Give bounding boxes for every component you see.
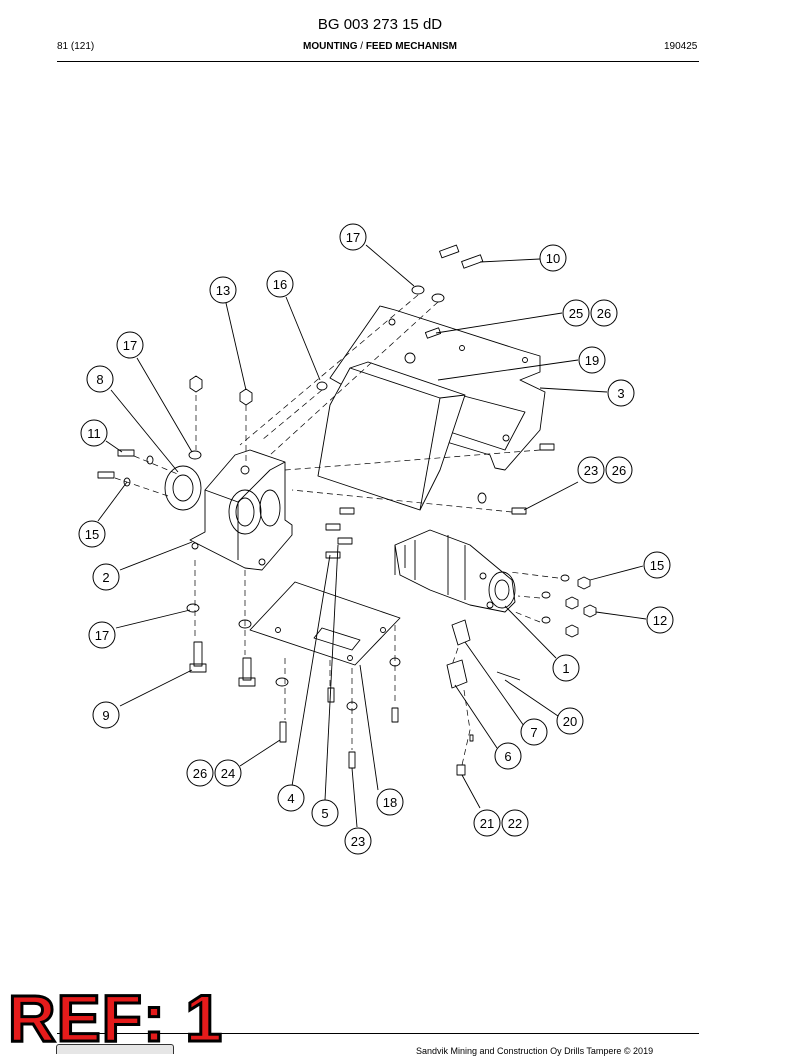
callout-18: 18 (376, 788, 404, 816)
svg-text:19: 19 (585, 353, 599, 368)
svg-text:15: 15 (650, 558, 664, 573)
housing-part-2 (189, 449, 293, 571)
svg-text:8: 8 (96, 372, 103, 387)
callout-22: 22 (501, 809, 529, 837)
callout-20: 20 (556, 707, 584, 735)
flange-part-8 (164, 465, 202, 511)
svg-text:7: 7 (530, 725, 537, 740)
callout-23: 23 (344, 827, 372, 855)
footer-copyright: Sandvik Mining and Construction Oy Drill… (416, 1046, 654, 1056)
company-logo (56, 1044, 174, 1054)
section-title-right: FEED MECHANISM (365, 41, 457, 52)
svg-text:3: 3 (617, 386, 624, 401)
svg-text:16: 16 (273, 277, 287, 292)
callout-15: 15 (78, 520, 106, 548)
section-title-left: MOUNTING (303, 41, 358, 52)
leader-lines (97, 244, 647, 828)
svg-text:17: 17 (95, 628, 109, 643)
document-number: BG 003 273 15 dD (317, 16, 443, 33)
callout-15: 15 (643, 551, 671, 579)
callout-11: 11 (80, 419, 108, 447)
footer-rule (57, 1033, 699, 1034)
callout-17: 17 (88, 621, 116, 649)
svg-text:5: 5 (321, 806, 328, 821)
callout-12: 12 (646, 606, 674, 634)
svg-text:23: 23 (351, 834, 365, 849)
assembly-lines (114, 294, 559, 766)
svg-text:20: 20 (563, 714, 577, 729)
svg-text:22: 22 (508, 816, 522, 831)
svg-text:6: 6 (504, 749, 511, 764)
svg-text:13: 13 (216, 283, 230, 298)
base-plate-part-18 (249, 581, 401, 666)
svg-text:26: 26 (193, 766, 207, 781)
svg-text:24: 24 (221, 766, 235, 781)
section-title-separator: / (360, 41, 364, 52)
svg-text:15: 15 (85, 527, 99, 542)
callout-26: 26 (590, 299, 618, 327)
revision-date: 190425 (664, 41, 698, 52)
callout-17: 17 (339, 223, 367, 251)
svg-text:26: 26 (597, 306, 611, 321)
callout-26: 26 (186, 759, 214, 787)
callout-10: 10 (539, 244, 567, 272)
svg-text:11: 11 (87, 426, 101, 441)
callout-2: 2 (92, 563, 120, 591)
callout-25: 25 (562, 299, 590, 327)
callout-16: 16 (266, 270, 294, 298)
cover-part-19 (317, 361, 466, 511)
section-title: MOUNTING / FEED MECHANISM (0, 41, 760, 52)
callout-4: 4 (277, 784, 305, 812)
callout-7: 7 (520, 718, 548, 746)
page-number: 81 (121) (57, 41, 95, 52)
motor-part-1 (394, 529, 516, 613)
fasteners (97, 244, 597, 776)
callout-23: 23 (577, 456, 605, 484)
callout-26: 26 (605, 456, 633, 484)
svg-text:12: 12 (653, 613, 667, 628)
svg-text:2: 2 (102, 570, 109, 585)
svg-text:9: 9 (102, 708, 109, 723)
callout-9: 9 (92, 701, 120, 729)
callout-5: 5 (311, 799, 339, 827)
svg-text:23: 23 (584, 463, 598, 478)
svg-text:1: 1 (562, 661, 569, 676)
svg-text:21: 21 (480, 816, 494, 831)
callout-21: 21 (473, 809, 501, 837)
ref-stamp: REF: 1 (6, 981, 224, 1055)
svg-text:25: 25 (569, 306, 583, 321)
callout-3: 3 (607, 379, 635, 407)
callout-19: 19 (578, 346, 606, 374)
callout-8: 8 (86, 365, 114, 393)
callout-6: 6 (494, 742, 522, 770)
callout-1: 1 (552, 654, 580, 682)
callout-13: 13 (209, 276, 237, 304)
svg-text:17: 17 (346, 230, 360, 245)
header-rule (57, 61, 699, 62)
callouts: 17 10 16 13 25 26 17 19 8 3 11 23 26 15 … (78, 223, 674, 855)
svg-text:17: 17 (123, 338, 137, 353)
svg-text:4: 4 (287, 791, 294, 806)
callout-17: 17 (116, 331, 144, 359)
callout-24: 24 (214, 759, 242, 787)
svg-text:10: 10 (546, 251, 560, 266)
svg-text:26: 26 (612, 463, 626, 478)
svg-text:18: 18 (383, 795, 397, 810)
